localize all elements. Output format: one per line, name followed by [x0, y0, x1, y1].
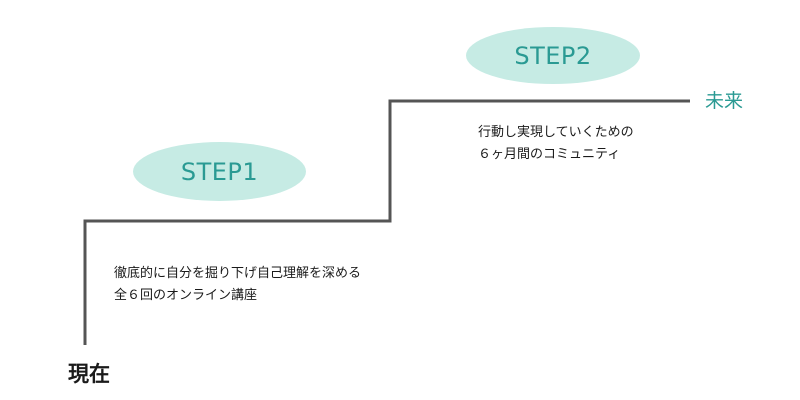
step2-caption: 行動し実現していくための ６ヶ月間のコミュニティ: [478, 122, 634, 166]
step2-caption-line-1: 行動し実現していくための: [478, 125, 634, 140]
step2-caption-line-2: ６ヶ月間のコミュニティ: [478, 147, 621, 162]
start-label: 現在: [68, 362, 110, 386]
step2-badge-label: STEP2: [514, 41, 592, 70]
staircase-path: [83, 99, 690, 345]
end-label: 未来: [705, 90, 744, 112]
step1-badge: STEP1: [133, 142, 306, 201]
step1-badge-label: STEP1: [180, 157, 259, 186]
step1-caption-line-1: 徹底的に自分を掘り下げ自己理解を深める: [114, 266, 362, 281]
step2-badge: STEP2: [466, 27, 640, 84]
step1-caption-line-2: 全６回のオンライン講座: [114, 288, 258, 303]
step1-caption: 徹底的に自分を掘り下げ自己理解を深める 全６回のオンライン講座: [114, 263, 361, 307]
